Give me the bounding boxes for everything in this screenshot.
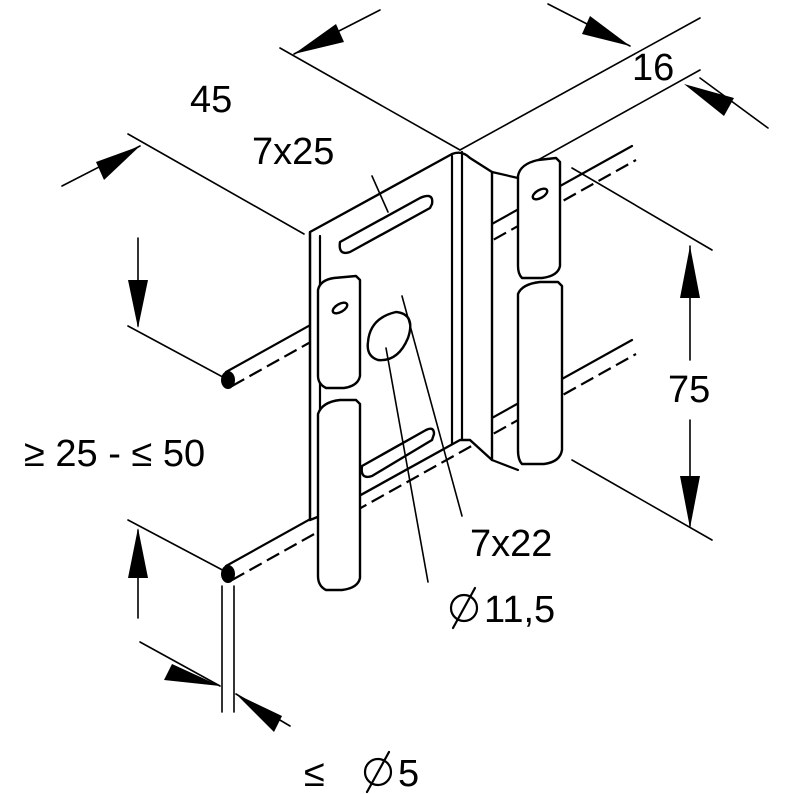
diameter-icon [449,586,479,630]
label-span: ≥ 25 - ≤ 50 [24,433,205,475]
diameter-icon [363,750,393,794]
dimension-height [571,167,713,541]
dimension-depth [459,3,769,171]
label-depth: 16 [632,47,674,89]
label-hole-diameter: 11,5 [484,589,555,631]
label-wire-diameter: ≤ [304,753,325,794]
leader-lines [371,175,463,583]
label-slot-top: 7x25 [252,131,334,173]
label-height: 75 [668,369,710,411]
label-wire-diameter-value: 5 [398,753,419,794]
dimension-width [61,9,461,235]
dimension-wire [139,585,291,732]
lower-rod-end [221,565,235,583]
label-width: 45 [190,79,232,121]
dimension-span [127,237,233,619]
label-slot-bottom: 7x22 [470,523,552,565]
bracket-body [308,150,564,592]
upper-rod-end [221,371,235,389]
